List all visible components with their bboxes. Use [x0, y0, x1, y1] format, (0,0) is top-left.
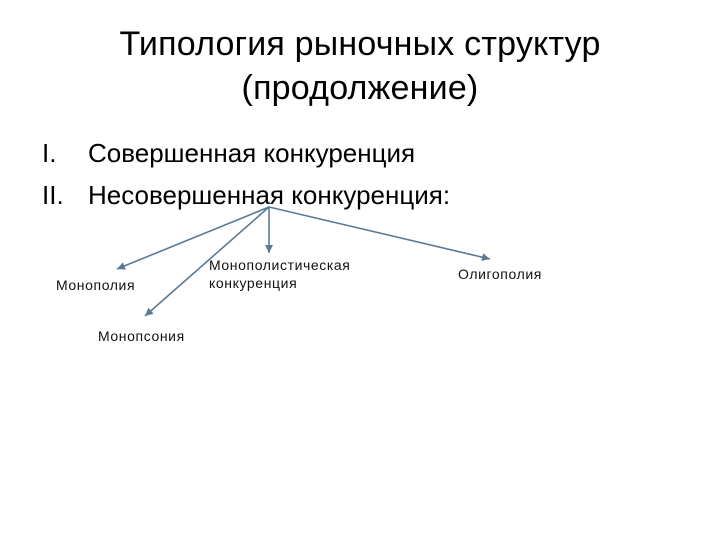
node-line-1: Монополистическая: [209, 257, 351, 273]
list-text: Несовершенная конкуренция:: [88, 180, 451, 210]
node-monopoly: Монополия: [56, 277, 136, 293]
arrow-to-oligopoly: [268, 206, 491, 262]
node-monopolistic-competition: Монополистическая конкуренция: [209, 256, 350, 292]
list-number: I.: [42, 138, 57, 168]
slide-title: Типология рыночных структур (продолжение…: [60, 22, 660, 110]
list-number: II.: [42, 180, 64, 210]
title-line-2: (продолжение): [241, 69, 479, 107]
node-line-2: конкуренция: [209, 275, 298, 291]
list-item-perfect-competition: I. Совершенная конкуренция: [42, 137, 415, 169]
node-monopsony: Монопсония: [98, 328, 185, 344]
title-line-1: Типология рыночных структур: [119, 25, 601, 63]
list-item-imperfect-competition: II. Несовершенная конкуренция:: [42, 179, 450, 211]
arrow-to-monopsony: [144, 206, 270, 317]
list-text: Совершенная конкуренция: [88, 138, 416, 168]
arrow-to-monopoly: [116, 206, 270, 270]
node-oligopoly: Олигополия: [458, 266, 542, 282]
